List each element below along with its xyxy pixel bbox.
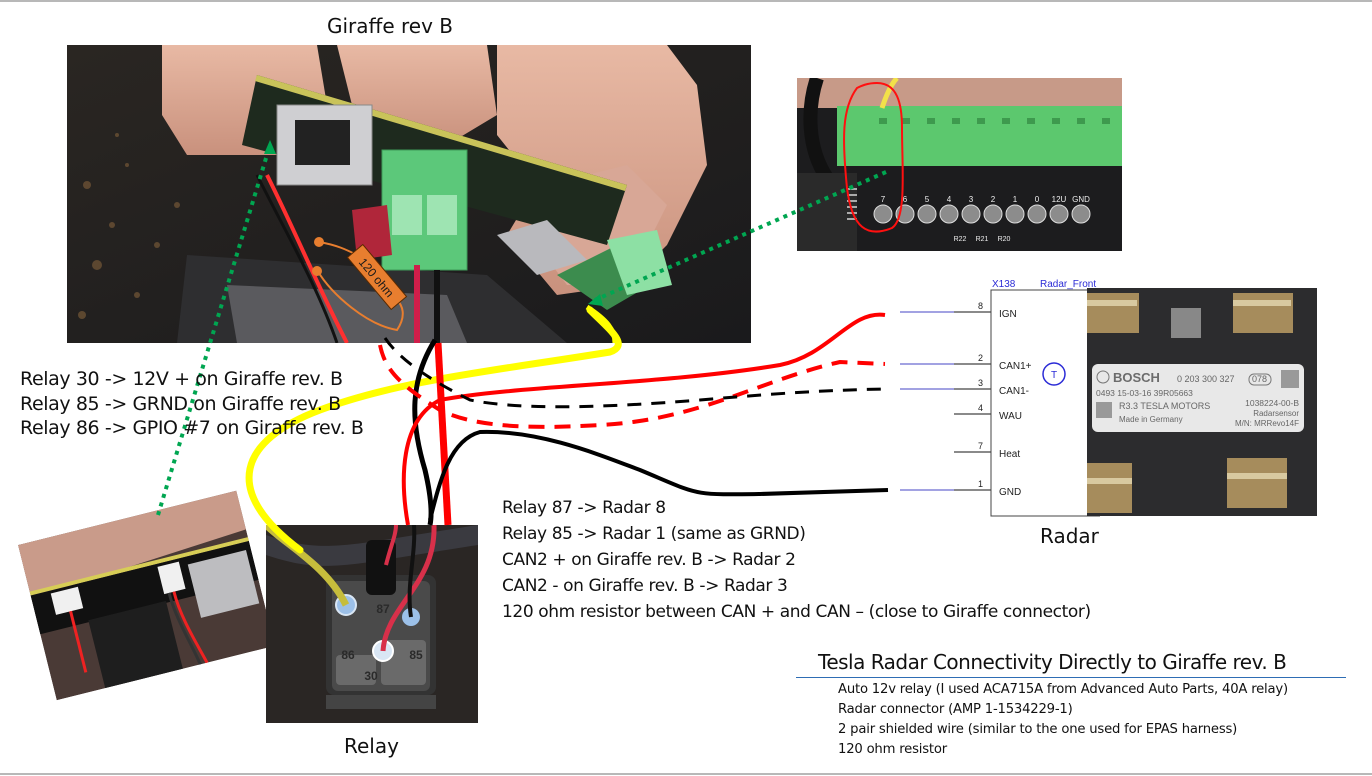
note-line: 120 ohm resistor between CAN + and CAN –… bbox=[502, 602, 1091, 622]
giraffe-board-photo-art bbox=[67, 45, 751, 343]
relay-pin-label: 30 bbox=[364, 669, 378, 683]
gpio-pin-label: 7 bbox=[881, 195, 886, 204]
pin-number: 3 bbox=[978, 378, 983, 388]
gpio-pin-label: 2 bbox=[991, 195, 996, 204]
pin-number: 4 bbox=[978, 403, 983, 413]
gpio-pin-label: GND bbox=[1072, 195, 1090, 204]
note-line: Relay 86 -> GPIO #7 on Giraffe rev. B bbox=[20, 417, 364, 439]
connector-box bbox=[990, 289, 1182, 517]
gpio-pin-label: 12U bbox=[1052, 195, 1067, 204]
wire-can-plus bbox=[378, 344, 886, 429]
gpio-pin-label: 6 bbox=[903, 195, 908, 204]
note-line: CAN2 + on Giraffe rev. B -> Radar 2 bbox=[502, 550, 796, 570]
connector-name: Radar_Front bbox=[1040, 279, 1096, 290]
wire-red-ign bbox=[401, 312, 886, 526]
gpio-pin-label: 5 bbox=[925, 195, 930, 204]
pin-number: 2 bbox=[978, 353, 983, 363]
parts-item: Radar connector (AMP 1-1534229-1) bbox=[838, 702, 1073, 717]
connector-ref: X138 bbox=[992, 279, 1016, 290]
gpio-header-photo: 7 6 5 4 3 2 1 0 12U GND R22 R21 R20 bbox=[797, 78, 1122, 251]
relay-photo-title: Relay bbox=[344, 734, 399, 758]
termination-symbol-label: T bbox=[1051, 370, 1057, 381]
gpio-pin-label: 0 bbox=[1035, 195, 1040, 204]
relay-notes-middle: Relay 87 -> Radar 8 Relay 85 -> Radar 1 … bbox=[502, 495, 1091, 625]
pin-name: CAN1- bbox=[999, 386, 1029, 397]
pin-name: IGN bbox=[999, 309, 1017, 320]
note-line: Relay 87 -> Radar 8 bbox=[502, 498, 666, 518]
relay-pin-label: 85 bbox=[409, 648, 423, 662]
radar-part-number: 0 203 300 327 bbox=[1177, 374, 1235, 384]
pin-name: CAN1+ bbox=[999, 361, 1032, 372]
board-side-photo-art bbox=[18, 490, 276, 701]
radar-brand: BOSCH bbox=[1113, 370, 1160, 385]
note-line: Relay 85 -> Radar 1 (same as GRND) bbox=[502, 524, 806, 544]
resistor-silkscreen-label: R20 bbox=[998, 236, 1011, 243]
note-line: CAN2 - on Giraffe rev. B -> Radar 3 bbox=[502, 576, 788, 596]
radar-label-line2: 0493 15-03-16 39R05663 bbox=[1096, 388, 1193, 398]
pin-name: WAU bbox=[999, 411, 1022, 422]
wire-can-minus bbox=[383, 337, 886, 409]
note-line: Relay 85 -> GRND on Giraffe rev. B bbox=[20, 392, 341, 415]
radar-label-line3: R3.3 TESLA MOTORS bbox=[1119, 401, 1210, 411]
termination-symbol bbox=[1042, 362, 1066, 386]
parts-item: 120 ohm resistor bbox=[838, 742, 947, 757]
gpio7-highlight bbox=[843, 81, 904, 233]
parts-heading: Tesla Radar Connectivity Directly to Gir… bbox=[818, 650, 1287, 674]
parts-item: Auto 12v relay (I used ACA715A from Adva… bbox=[838, 682, 1288, 697]
pin-number: 7 bbox=[978, 441, 983, 451]
bottom-border bbox=[0, 773, 1372, 775]
resistor-silkscreen-label: R22 bbox=[954, 236, 967, 243]
pin-name: GND bbox=[999, 487, 1021, 498]
radar-title: Radar bbox=[1040, 524, 1099, 548]
relay-pin-label: 87 bbox=[376, 602, 390, 616]
gpio-header-photo-art: 7 6 5 4 3 2 1 0 12U GND R22 R21 R20 bbox=[797, 78, 1122, 251]
radar-label-sticker bbox=[1092, 364, 1304, 432]
parts-heading-rule bbox=[796, 677, 1346, 678]
radar-tesla-pn: 1038224-00-B bbox=[1245, 398, 1299, 408]
pin-name: Heat bbox=[999, 449, 1020, 460]
giraffe-photo-title: Giraffe rev B bbox=[327, 14, 453, 38]
relay-photo-art: 87 86 85 30 bbox=[266, 525, 478, 723]
radar-label-line4: Made in Germany bbox=[1119, 415, 1183, 424]
relay-photo: 87 86 85 30 bbox=[266, 525, 478, 723]
radar-model: M/N: MRRevo14F bbox=[1235, 419, 1299, 428]
giraffe-board-photo: 120 ohm bbox=[67, 45, 751, 343]
pin-number: 8 bbox=[978, 301, 983, 311]
board-side-photo bbox=[18, 490, 276, 701]
relay-notes-left: Relay 30 -> 12V + on Giraffe rev. B Rela… bbox=[20, 367, 364, 441]
radar-type: Radarsensor bbox=[1253, 409, 1299, 418]
parts-list: Auto 12v relay (I used ACA715A from Adva… bbox=[838, 680, 1288, 760]
radar-code: 078 bbox=[1252, 374, 1267, 384]
wire-red-12v bbox=[434, 342, 452, 526]
pin-number: 1 bbox=[978, 479, 983, 489]
top-border bbox=[0, 0, 1372, 2]
gpio-pin-label: 3 bbox=[969, 195, 974, 204]
relay-pin-label: 86 bbox=[341, 648, 355, 662]
note-line: Relay 30 -> 12V + on Giraffe rev. B bbox=[20, 368, 343, 390]
gpio-pin-label: 1 bbox=[1013, 195, 1018, 204]
parts-item: 2 pair shielded wire (similar to the one… bbox=[838, 722, 1238, 737]
resistor-silkscreen-label: R21 bbox=[976, 236, 989, 243]
radar-sensor-photo-art: BOSCH 0 203 300 327 078 0493 15-03-16 39… bbox=[1087, 288, 1317, 516]
radar-sensor-photo: BOSCH 0 203 300 327 078 0493 15-03-16 39… bbox=[1087, 288, 1317, 516]
gpio-pin-label: 4 bbox=[947, 195, 952, 204]
wire-black-gnd bbox=[412, 338, 438, 526]
